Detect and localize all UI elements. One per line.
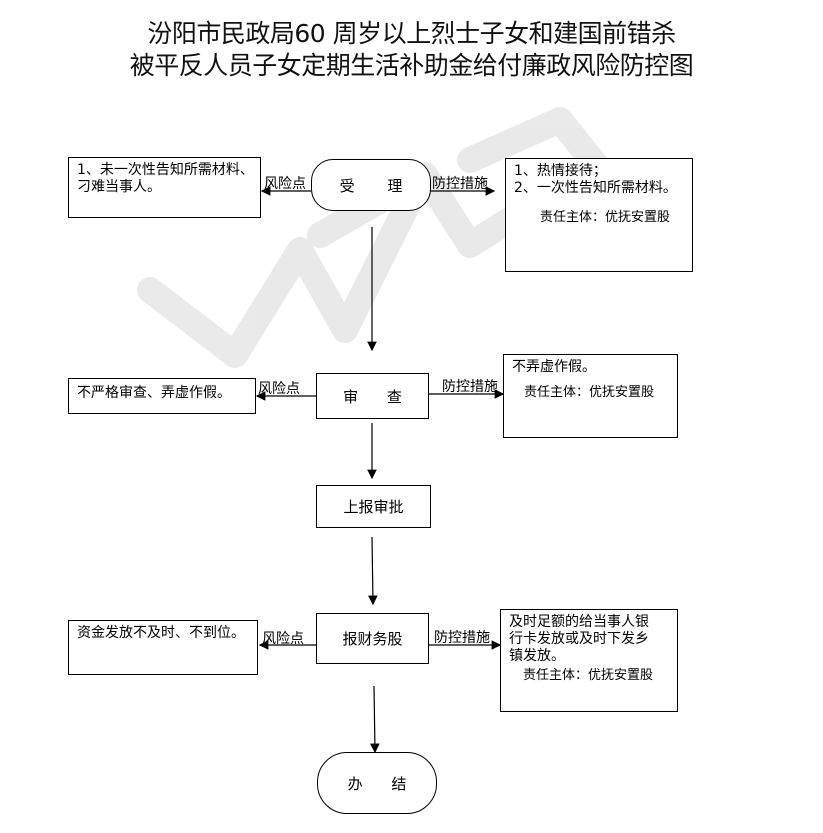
risk-accept-text: 1、未一次性告知所需材料、刁难当事人。 <box>77 162 254 195</box>
measure-label-finance: 防控措施 <box>434 630 490 646</box>
step-review: 审 查 <box>316 373 429 419</box>
measure-box-finance: 及时足额的给当事人银行卡发放或及时下发乡镇发放。 责任主体：优抚安置股 <box>500 609 678 712</box>
risk-box-review: 不严格审查、弄虚作假。 <box>68 378 256 414</box>
step-finance: 报财务股 <box>316 613 429 664</box>
measure-label-review: 防控措施 <box>442 379 498 395</box>
measure-review-responsible: 责任主体：优抚安置股 <box>524 385 655 400</box>
arrow-finance-to-finish <box>370 685 380 754</box>
measure-finance-text: 及时足额的给当事人银行卡发放或及时下发乡镇发放。 <box>509 614 649 664</box>
risk-box-accept: 1、未一次性告知所需材料、刁难当事人。 <box>68 157 261 218</box>
diagram-title-line2: 被平反人员子女定期生活补助金给付廉政风险防控图 <box>129 51 694 80</box>
measure-box-review: 不弄虚作假。 责任主体：优抚安置股 <box>503 354 678 438</box>
step-accept: 受 理 <box>311 159 431 211</box>
measure-accept-responsible: 责任主体：优抚安置股 <box>540 210 671 225</box>
step-accept-label: 受 理 <box>339 176 417 195</box>
measure-finance-responsible: 责任主体：优抚安置股 <box>523 668 654 683</box>
step-finance-label: 报财务股 <box>342 630 403 648</box>
risk-label-review: 风险点 <box>258 381 300 397</box>
measure-review-text: 不弄虚作假。 <box>512 359 596 375</box>
step-report-label: 上报审批 <box>343 498 404 516</box>
risk-finance-text: 资金发放不及时、不到位。 <box>77 625 245 641</box>
risk-review-text: 不严格审查、弄虚作假。 <box>77 385 231 401</box>
risk-box-finance: 资金发放不及时、不到位。 <box>68 620 258 675</box>
risk-label-accept: 风险点 <box>264 176 306 192</box>
measure-accept-line2: 2、一次性告知所需材料。 <box>514 180 677 196</box>
diagram-title-line1: 汾阳市民政局60 周岁以上烈士子女和建国前错杀 <box>147 19 676 48</box>
risk-label-finance: 风险点 <box>262 631 304 647</box>
measure-label-accept: 防控措施 <box>432 176 488 192</box>
arrow-report-to-finance <box>368 536 378 606</box>
step-finish-label: 办 结 <box>347 774 419 793</box>
step-finish: 办 结 <box>317 752 437 814</box>
measure-box-accept: 1、热情接待； 2、一次性告知所需材料。 责任主体：优抚安置股 <box>505 158 693 272</box>
step-review-label: 审 查 <box>343 387 414 406</box>
measure-accept-line1: 1、热情接待； <box>514 163 607 179</box>
step-report-approval: 上报审批 <box>316 485 431 528</box>
